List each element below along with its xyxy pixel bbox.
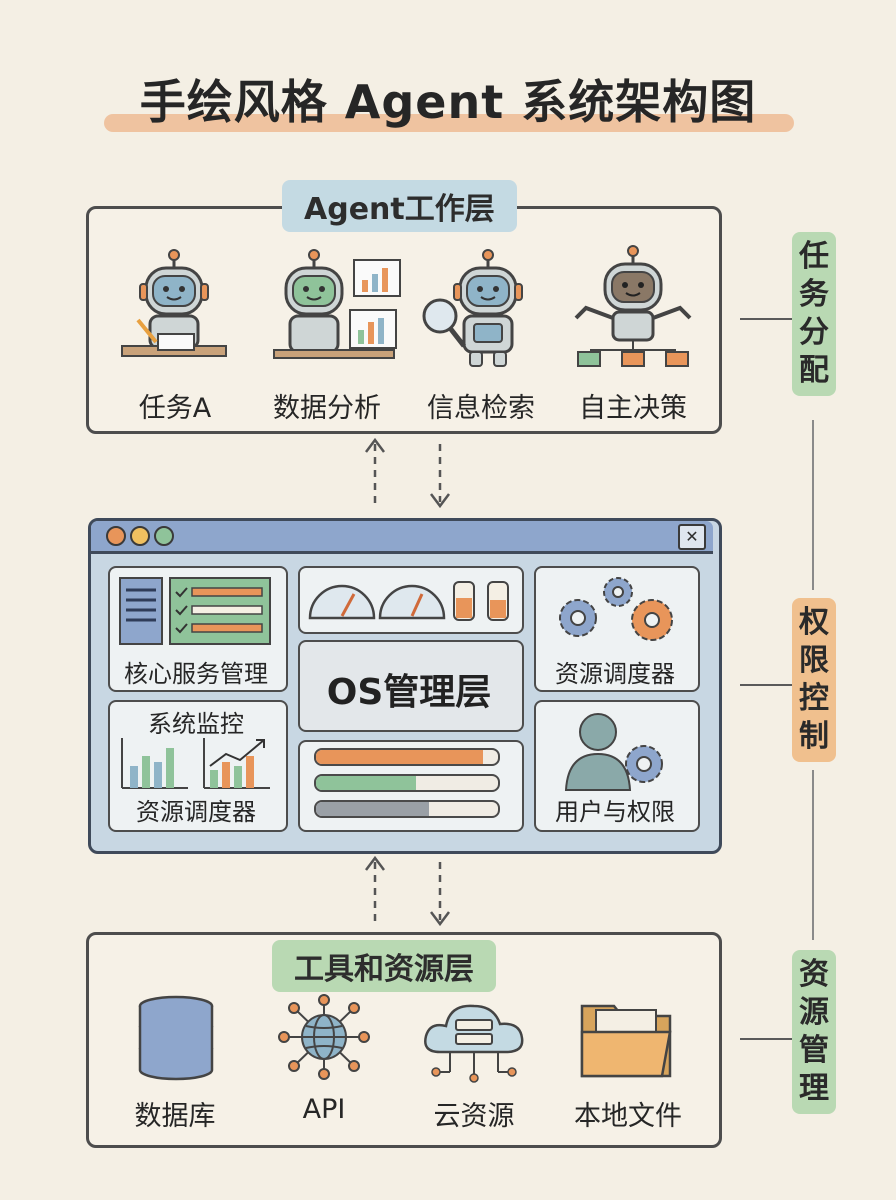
side-tag-task-allocation: 任务分配 bbox=[792, 232, 836, 396]
os-titlebar bbox=[91, 521, 713, 554]
arrows-os-tools bbox=[360, 856, 460, 928]
os-center-label: OS管理层 bbox=[298, 663, 520, 715]
tool-label-api: API bbox=[239, 1094, 409, 1125]
tool-label-database: 数据库 bbox=[90, 1094, 260, 1133]
database-icon bbox=[136, 996, 216, 1082]
core-services-label: 核心服务管理 bbox=[108, 654, 284, 689]
gauge-icons bbox=[304, 572, 516, 626]
user-gear-icon bbox=[560, 708, 670, 792]
progress-fill-3 bbox=[316, 802, 429, 816]
side-link-3 bbox=[740, 1038, 792, 1040]
side-link-2 bbox=[740, 684, 792, 686]
monitor-chart-icons bbox=[118, 734, 274, 792]
progress-fill-1 bbox=[316, 750, 483, 764]
window-dot-green[interactable] bbox=[154, 526, 174, 546]
monitor-bottom-label: 资源调度器 bbox=[108, 792, 284, 827]
cloud-server-icon bbox=[420, 996, 528, 1082]
tool-label-cloud: 云资源 bbox=[389, 1094, 559, 1133]
arrows-agent-os bbox=[360, 438, 460, 510]
tool-label-local-files: 本地文件 bbox=[543, 1094, 713, 1133]
globe-icon bbox=[276, 992, 372, 1082]
page-title: 手绘风格 Agent 系统架构图 bbox=[0, 66, 896, 132]
robot-search-icon bbox=[420, 250, 538, 370]
close-icon[interactable]: ✕ bbox=[678, 524, 706, 550]
progress-bar-2 bbox=[314, 774, 500, 792]
gears-icon bbox=[548, 570, 684, 652]
side-connector-1 bbox=[812, 420, 814, 590]
robot-writing-icon bbox=[118, 250, 230, 365]
scheduler-label: 资源调度器 bbox=[534, 654, 696, 689]
card-label-task-a: 任务A bbox=[90, 386, 260, 425]
card-label-info-search: 信息检索 bbox=[396, 386, 566, 425]
users-label: 用户与权限 bbox=[534, 792, 696, 827]
progress-bar-3 bbox=[314, 800, 500, 818]
side-connector-2 bbox=[812, 770, 814, 940]
side-tag-resource-management: 资源管理 bbox=[792, 950, 836, 1114]
card-label-decision: 自主决策 bbox=[548, 386, 718, 425]
folder-icon bbox=[578, 996, 678, 1082]
side-tag-permission-control: 权限控制 bbox=[792, 598, 836, 762]
robot-decision-icon bbox=[568, 246, 698, 371]
tools-layer-label: 工具和资源层 bbox=[272, 940, 496, 992]
progress-bar-1 bbox=[314, 748, 500, 766]
core-services-graphic bbox=[118, 576, 274, 648]
robot-analysis-icon bbox=[270, 250, 405, 365]
progress-fill-2 bbox=[316, 776, 416, 790]
card-label-data-analysis: 数据分析 bbox=[242, 386, 412, 425]
side-link-1 bbox=[740, 318, 792, 320]
window-dot-red[interactable] bbox=[106, 526, 126, 546]
window-dot-yellow[interactable] bbox=[130, 526, 150, 546]
agent-layer-label: Agent工作层 bbox=[282, 180, 517, 232]
